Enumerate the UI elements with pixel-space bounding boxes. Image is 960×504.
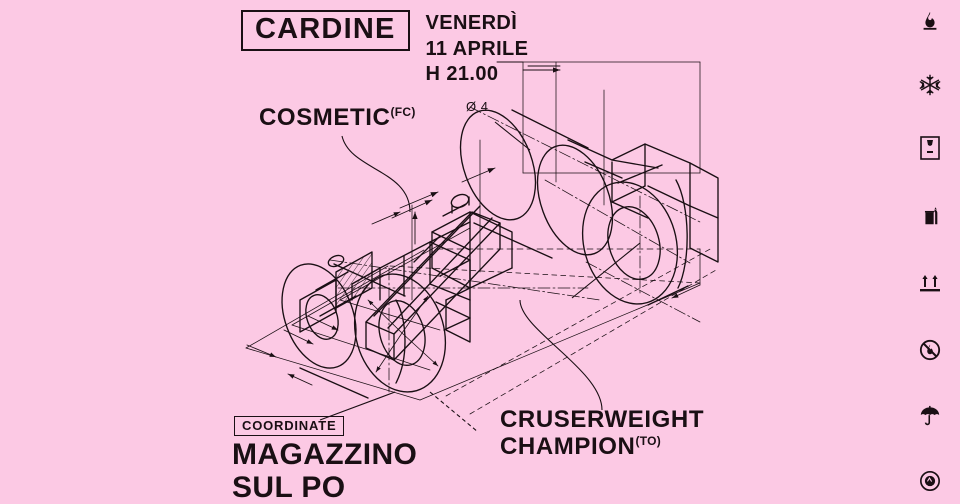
event-weekday: VENERDÌ xyxy=(425,12,518,34)
artist-label-cosmetic: COSMETIC(FC) xyxy=(259,104,416,132)
keep-dry-umbrella-icon xyxy=(917,403,943,429)
artist-name-cruserweight-line1: CRUSERWEIGHT xyxy=(500,406,705,433)
venue-line-1: MAGAZZINO xyxy=(232,438,418,471)
artist-label-cruserweight: CRUSERWEIGHT CHAMPION(TO) xyxy=(500,406,705,461)
packaging-symbol-rail xyxy=(900,0,960,503)
event-time: H 21.00 xyxy=(425,63,499,86)
venue-name: MAGAZZINO SUL PO xyxy=(232,438,417,504)
artist-origin-cosmetic: (FC) xyxy=(390,105,416,119)
venue-line-2: SUL PO xyxy=(232,471,346,504)
poster-header: CARDINE VENERDÌ 11 APRILE H 21.00 xyxy=(241,10,528,88)
no-fire-icon xyxy=(917,337,943,363)
coordinate-tag: COORDINATE xyxy=(234,416,345,436)
artist-origin-cruserweight: (TO) xyxy=(635,433,662,448)
this-way-up-icon xyxy=(917,270,943,296)
event-date: 11 APRILE xyxy=(425,37,529,60)
artist-name-cruserweight-line2-wrap: CHAMPION(TO) xyxy=(500,432,704,461)
recycle-target-icon xyxy=(917,468,943,494)
artist-name-cosmetic: COSMETIC xyxy=(259,104,391,131)
snowflake-icon xyxy=(917,72,943,98)
flammable-icon xyxy=(917,8,943,34)
event-date-block: VENERDÌ 11 APRILE H 21.00 xyxy=(426,11,529,88)
brand-logo: CARDINE xyxy=(241,10,410,51)
artist-name-cruserweight-line2: CHAMPION xyxy=(500,432,636,460)
fragile-glass-icon xyxy=(917,135,943,161)
diameter-annotation: Ø 4 xyxy=(466,99,489,114)
litter-bin-icon xyxy=(917,203,943,229)
